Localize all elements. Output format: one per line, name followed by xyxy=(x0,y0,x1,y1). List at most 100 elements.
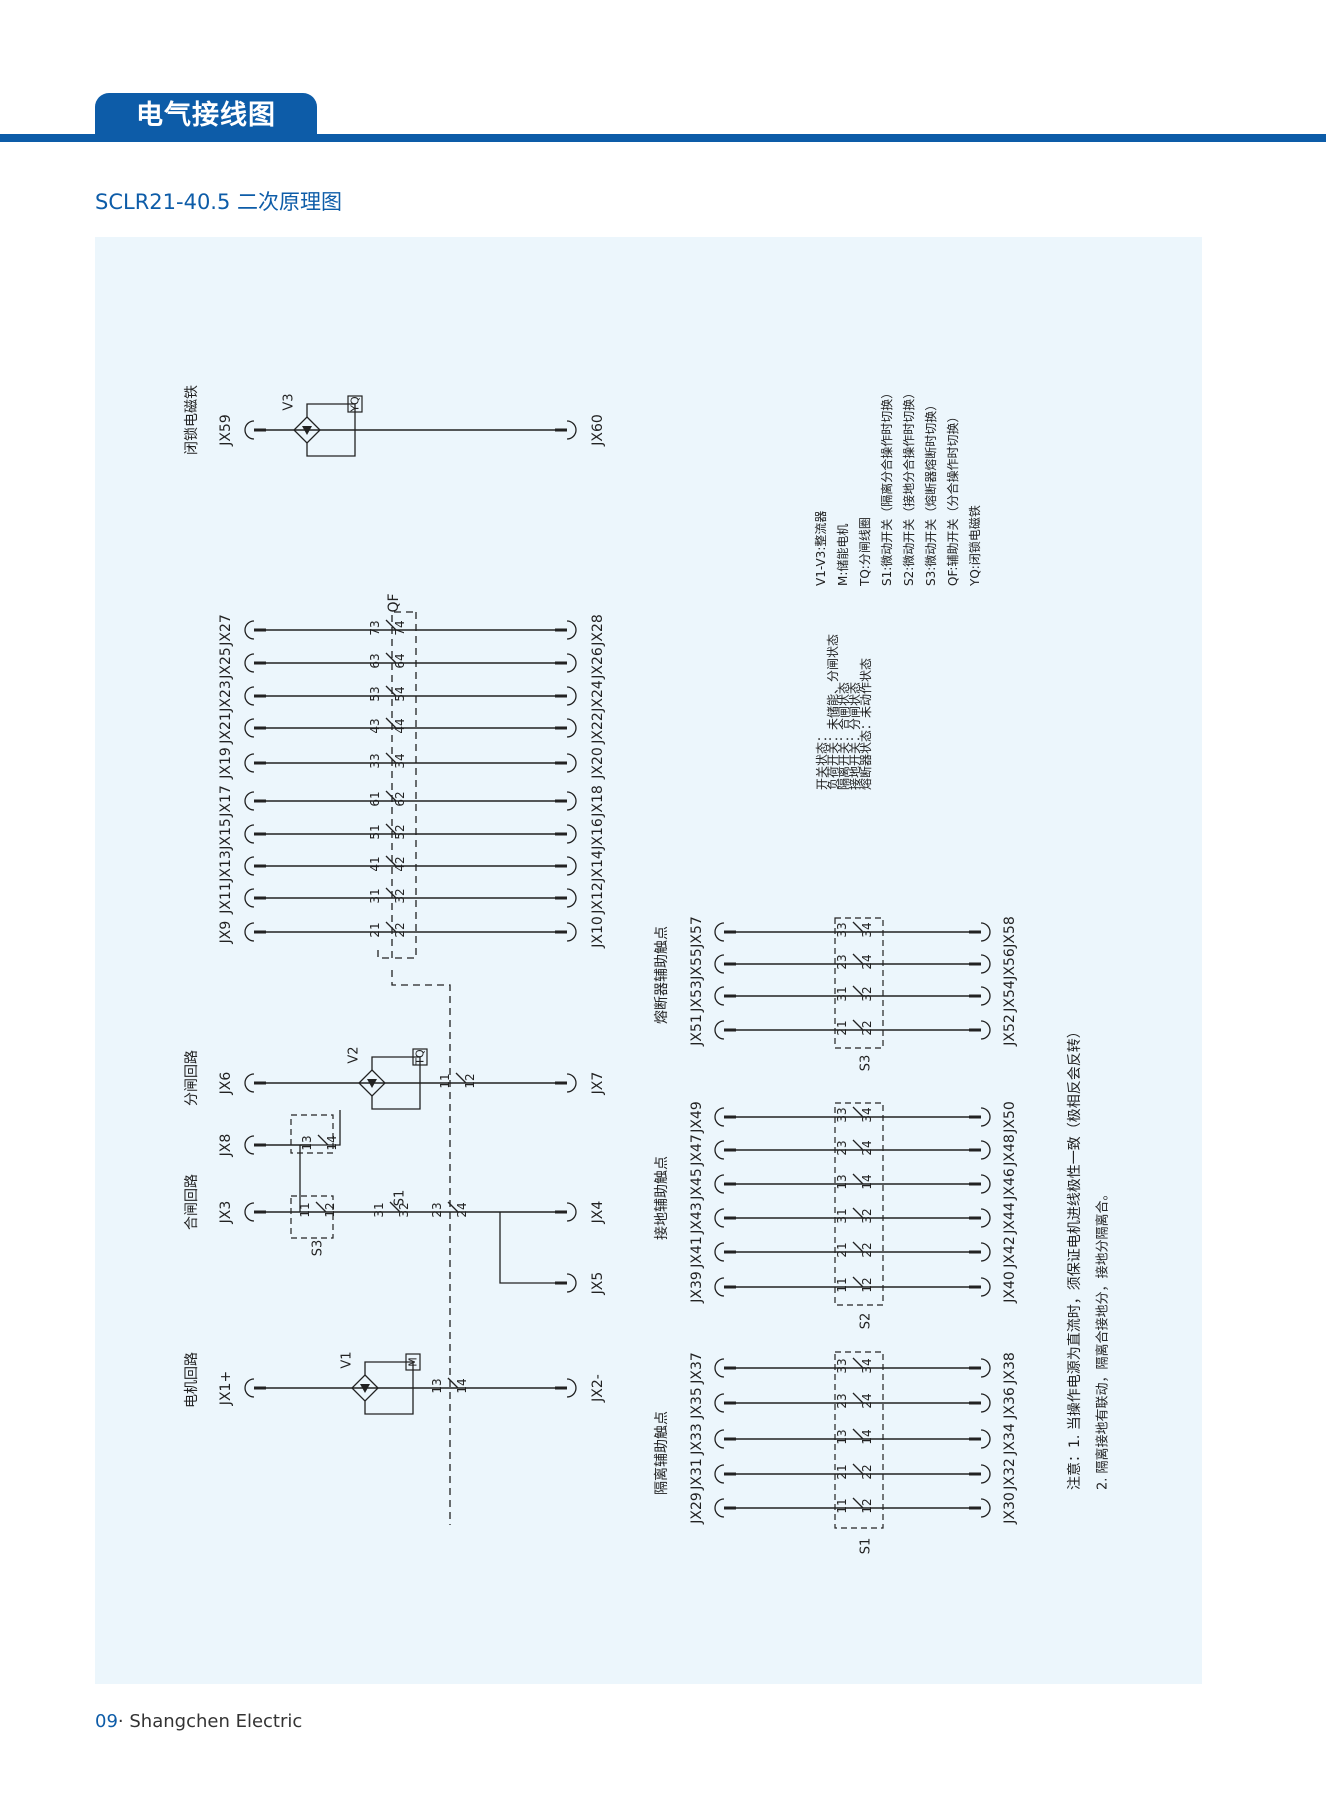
terminal-right xyxy=(980,1358,991,1378)
qf-top-label: JX19 xyxy=(218,747,234,780)
terminal-left xyxy=(244,1135,255,1155)
fuse-top-label: JX55 xyxy=(689,948,705,981)
qf-contact-num-b: 62 xyxy=(393,791,407,806)
s1-label: S1 xyxy=(393,1190,408,1207)
close-title: 合闸回路 xyxy=(184,1174,200,1230)
terminal-left xyxy=(714,1020,725,1040)
qf-contact-num-a: 21 xyxy=(368,922,382,937)
close-contact-11-blade xyxy=(315,1201,327,1213)
section-tab: 电气接线图 xyxy=(95,93,317,139)
terminal-right xyxy=(980,1242,991,1262)
fuse-contact-blade xyxy=(852,985,864,997)
diagram-subtitle: SCLR21-40.5 二次原理图 xyxy=(95,190,343,214)
state-line: 隔离开关：合闸状态 xyxy=(836,682,851,790)
qf-bottom-label: JX18 xyxy=(590,785,606,818)
terminal-right xyxy=(980,1020,991,1040)
fuse-contact-num-a: 33 xyxy=(835,922,849,937)
open-left-label: JX6 xyxy=(218,1072,234,1096)
qf-contact-num-b: 54 xyxy=(393,686,407,701)
earth-contact-num-b: 34 xyxy=(860,1107,874,1122)
terminal-right xyxy=(980,1208,991,1228)
qf-contact-num-a: 53 xyxy=(368,686,382,701)
terminal-right xyxy=(980,1140,991,1160)
terminal-left xyxy=(714,954,725,974)
terminal-left xyxy=(714,1393,725,1413)
earth-contact-num-a: 11 xyxy=(835,1277,849,1292)
isolate-top-label: JX31 xyxy=(689,1458,705,1491)
open-contact-num-b: 12 xyxy=(463,1073,477,1088)
close-contact-23-num-b: 24 xyxy=(455,1202,469,1217)
earth-contact-num-b: 22 xyxy=(860,1242,874,1257)
earth-contact-num-b: 12 xyxy=(860,1277,874,1292)
open-rectifier-label: V2 xyxy=(347,1046,362,1063)
open-coil-label: TQ xyxy=(414,1049,427,1066)
terminal-left xyxy=(244,824,255,844)
fuse-contact-num-b: 34 xyxy=(860,922,874,937)
motor-diode xyxy=(360,1384,370,1393)
fuse-contact-num-b: 32 xyxy=(860,986,874,1001)
terminal-right xyxy=(980,1429,991,1449)
legend-line: S3:微动开关（熔断器熔断时切换） xyxy=(923,399,938,586)
terminal-right xyxy=(980,1174,991,1194)
qf-contact-num-a: 31 xyxy=(368,888,382,903)
terminal-right xyxy=(980,1277,991,1297)
isolate-switch-label: S1 xyxy=(859,1538,874,1555)
lock-rectifier-label: V3 xyxy=(282,393,297,410)
qf-contact-num-b: 44 xyxy=(393,718,407,733)
qf-contact-num-a: 43 xyxy=(368,718,382,733)
qf-top-label: JX21 xyxy=(218,712,234,745)
terminal-right xyxy=(566,1378,577,1398)
open-contact-blade xyxy=(455,1072,467,1084)
lock-title: 闭锁电磁铁 xyxy=(184,385,200,455)
isolate-contact-blade xyxy=(852,1463,864,1475)
motor-left-label: JX1+ xyxy=(218,1371,234,1406)
earth-contact-blade xyxy=(852,1139,864,1151)
lock-right-label: JX60 xyxy=(590,414,606,447)
qf-bracket xyxy=(377,950,392,959)
qf-bracket-rail xyxy=(391,611,416,958)
fuse-bottom-label: JX58 xyxy=(1002,916,1018,949)
close-contact-31-blade xyxy=(389,1201,401,1213)
terminal-left xyxy=(244,856,255,876)
terminal-right xyxy=(566,686,577,706)
earth-contact-num-b: 14 xyxy=(860,1174,874,1189)
terminal-left xyxy=(714,1277,725,1297)
lock-diode xyxy=(302,426,312,435)
terminal-left xyxy=(714,1140,725,1160)
motor-contact-blade xyxy=(447,1377,459,1389)
qf-contact-blade xyxy=(385,652,397,664)
fuse-contact-blade xyxy=(852,1019,864,1031)
earth-contact-blade xyxy=(852,1106,864,1118)
earth-bottom-label: JX46 xyxy=(1002,1168,1018,1201)
legend-line: S2:微动开关（接地分合操作时切换） xyxy=(901,387,916,586)
qf-bottom-label: JX20 xyxy=(590,747,606,780)
state-line: 负荷开关：未储能、分闸状态 xyxy=(825,634,840,790)
isolate-contact-num-a: 21 xyxy=(835,1464,849,1479)
page-title: 电气接线图 xyxy=(136,100,276,131)
header-rule xyxy=(0,134,1326,142)
terminal-left xyxy=(714,1208,725,1228)
earth-contact-num-b: 24 xyxy=(860,1140,874,1155)
terminal-right xyxy=(566,653,577,673)
earth-contact-blade xyxy=(852,1173,864,1185)
qf-contact-num-a: 51 xyxy=(368,824,382,839)
terminal-right xyxy=(980,1107,991,1127)
qf-contact-num-b: 42 xyxy=(393,856,407,871)
open-diode xyxy=(367,1079,377,1088)
qf-contact-num-b: 32 xyxy=(393,888,407,903)
terminal-right xyxy=(566,1273,577,1293)
fuse-switch-box xyxy=(834,917,884,1049)
qf-bottom-label: JX26 xyxy=(590,647,606,680)
qf-contact-blade xyxy=(385,619,397,631)
terminal-left xyxy=(244,753,255,773)
motor-title: 电机回路 xyxy=(184,1352,200,1408)
earth-top-label: JX45 xyxy=(689,1168,705,1201)
terminal-right xyxy=(980,922,991,942)
terminal-left xyxy=(244,888,255,908)
fuse-contact-num-b: 24 xyxy=(860,954,874,969)
close-contact-31-num-b: 32 xyxy=(397,1202,411,1217)
isolate-contact-blade xyxy=(852,1357,864,1369)
fuse-contact-num-a: 23 xyxy=(835,954,849,969)
